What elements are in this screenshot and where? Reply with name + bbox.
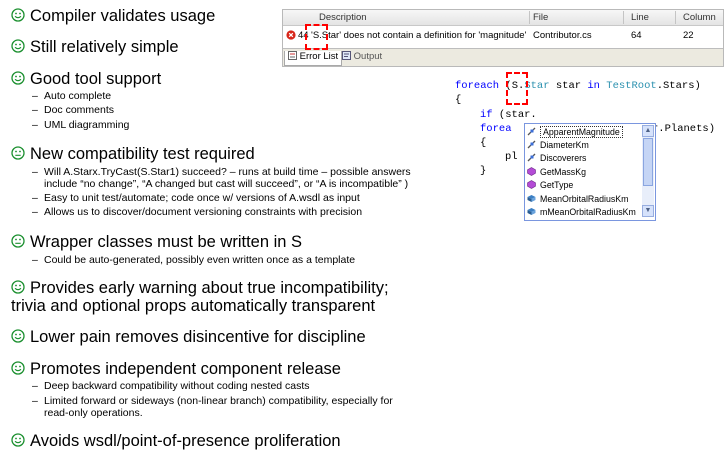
tab-output[interactable]: Output — [339, 51, 385, 65]
code-line-4b: r.Planets) — [652, 123, 716, 135]
completion-item[interactable]: ApparentMagnitude — [527, 126, 639, 139]
property-icon — [527, 127, 536, 136]
sub-bullet: –Doc comments — [32, 104, 115, 116]
code-line-2: { — [455, 94, 462, 106]
scroll-up-arrow-icon[interactable]: ▲ — [642, 125, 654, 137]
smiley-happy-icon — [11, 71, 25, 85]
bullet-early-warning-line2: trivia and optional props automatically … — [11, 296, 375, 316]
smiley-happy-icon — [11, 8, 25, 22]
bullet-tool-support: Good tool support — [11, 69, 161, 89]
property-icon — [527, 153, 536, 162]
code-line-6a: pl — [505, 151, 518, 163]
bullet-text: Provides early warning about true incomp… — [30, 279, 389, 297]
error-list-icon — [288, 51, 297, 60]
smiley-happy-icon — [11, 433, 25, 447]
method-icon — [527, 180, 536, 189]
output-icon — [342, 51, 351, 60]
sub-bullet: –Deep backward compatibility without cod… — [32, 380, 310, 392]
bullet-independent-release: Promotes independent component release — [11, 359, 341, 379]
property-icon — [527, 140, 536, 149]
completion-item[interactable]: mMeanOrbitalRadiusKm — [527, 206, 639, 219]
bullet-text: trivia and optional props automatically … — [11, 297, 376, 315]
field-icon — [527, 208, 536, 215]
completion-item[interactable]: GetType — [527, 179, 639, 192]
column-file[interactable]: File — [533, 12, 549, 23]
sub-bullet: –Could be auto-generated, possibly even … — [32, 254, 356, 266]
smiley-happy-icon — [11, 329, 25, 343]
bullet-text: Promotes independent component release — [30, 360, 341, 378]
method-icon — [527, 167, 536, 176]
column-column[interactable]: Column — [683, 12, 716, 23]
error-icon — [286, 30, 296, 40]
error-row[interactable]: 44 'S.Star' does not contain a definitio… — [283, 27, 723, 44]
bullet-compiler-validates: Compiler validates usage — [11, 6, 215, 26]
error-file: Contributor.cs — [533, 30, 592, 41]
bullet-text: Avoids wsdl/point-of-presence proliferat… — [30, 432, 341, 450]
highlight-box — [305, 24, 328, 50]
bullet-lower-pain: Lower pain removes disincentive for disc… — [11, 327, 366, 347]
code-line-5: { — [480, 137, 487, 149]
sub-bullet: –Limited forward or sideways (non-linear… — [32, 395, 393, 407]
error-list-panel: Description File Line Column 44 'S.Star'… — [282, 9, 724, 67]
bullet-text: Lower pain removes disincentive for disc… — [30, 328, 366, 346]
column-line[interactable]: Line — [631, 12, 649, 23]
code-line-3[interactable]: if (star. — [480, 109, 537, 121]
scrollbar-thumb[interactable] — [643, 138, 653, 186]
smiley-neutral-icon — [11, 146, 25, 160]
code-line-4a: forea — [480, 123, 512, 135]
bullet-wrapper-classes: Wrapper classes must be written in S — [11, 232, 302, 252]
highlight-box — [506, 72, 528, 105]
bullet-text: Wrapper classes must be written in S — [30, 233, 303, 251]
completion-item[interactable]: GetMassKg — [527, 166, 639, 179]
completion-item[interactable]: MeanOrbitalRadiusKm — [527, 193, 639, 206]
sub-bullet: –Will A.Starx.TryCast(S.Star1) succeed? … — [32, 166, 411, 178]
bullet-text: Still relatively simple — [30, 38, 179, 56]
sub-bullet: –Allows us to discover/document versioni… — [32, 206, 363, 218]
smiley-neutral-icon — [11, 234, 25, 248]
smiley-happy-icon — [11, 39, 25, 53]
field-icon — [527, 195, 536, 202]
bullet-text: New compatibility test required — [30, 145, 255, 163]
code-line-7: } — [480, 165, 487, 177]
smiley-happy-icon — [11, 361, 25, 375]
error-column: 22 — [683, 30, 694, 41]
error-number: 44 — [298, 30, 309, 41]
error-line: 64 — [631, 30, 642, 41]
column-description[interactable]: Description — [319, 12, 367, 23]
panel-tabs: Error List Output — [283, 48, 723, 66]
bullet-compat-test: New compatibility test required — [11, 144, 255, 164]
sub-bullet: –UML diagramming — [32, 119, 130, 131]
code-line-1: foreach (S.Star star in TestRoot.Stars) — [455, 80, 701, 92]
sub-bullet: –Auto complete — [32, 90, 112, 102]
scroll-down-arrow-icon[interactable]: ▼ — [642, 205, 654, 217]
bullet-text: Good tool support — [30, 70, 162, 88]
bullet-text: Compiler validates usage — [30, 7, 216, 25]
error-list-header: Description File Line Column — [283, 10, 723, 26]
sub-bullet: –Easy to unit test/automate; code once w… — [32, 192, 360, 204]
completion-item[interactable]: DiameterKm — [527, 139, 639, 152]
error-description: 'S.Star' does not contain a definition f… — [311, 30, 527, 41]
tab-error-list[interactable]: Error List — [284, 51, 343, 66]
bullet-still-simple: Still relatively simple — [11, 37, 179, 57]
popup-scrollbar[interactable]: ▲ ▼ — [642, 125, 654, 217]
smiley-happy-icon — [11, 280, 25, 294]
bullet-early-warning: Provides early warning about true incomp… — [11, 278, 389, 298]
completion-item[interactable]: Discoverers — [527, 152, 639, 165]
intellisense-popup: ApparentMagnitude DiameterKm Discoverers… — [524, 123, 656, 221]
bullet-avoids-wsdl: Avoids wsdl/point-of-presence proliferat… — [11, 431, 341, 451]
